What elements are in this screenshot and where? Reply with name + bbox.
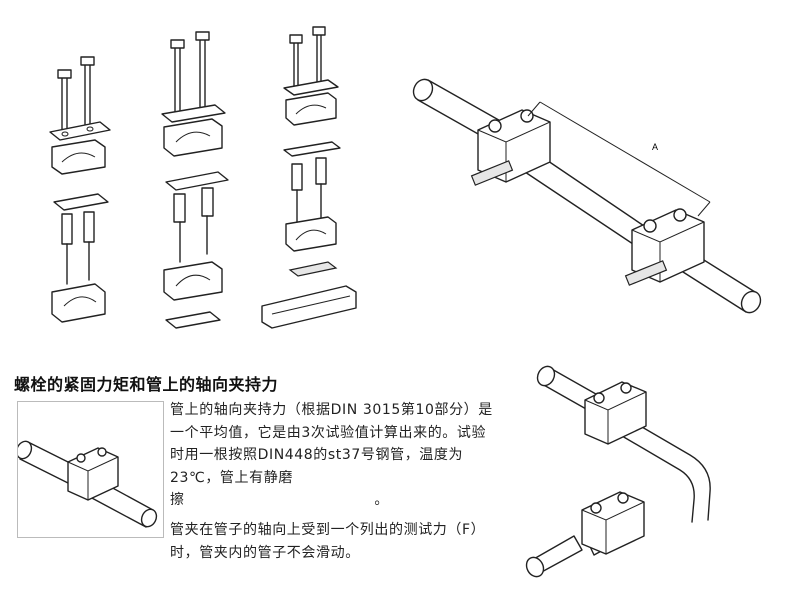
bent-pipe-clamps-icon: [525, 365, 711, 578]
description-paragraph-2: 管夹在管子的轴向上受到一个列出的测试力（F）时，管夹内的管子不会滑动。: [170, 522, 486, 561]
description-paragraph-1: 管上的轴向夹持力（根据DIN 3015第10部分）是一个平均值，它是由3次试验值…: [170, 402, 493, 508]
pipe-with-clamps-icon: A: [412, 78, 762, 314]
thumbnail-frame: [15, 401, 164, 538]
clamp-thumbnail-icon: [15, 440, 158, 528]
pipe-clamp-exploded-icon: [49, 26, 357, 329]
clamp-column-3: [261, 26, 357, 329]
section-title: 螺栓的紧固力矩和管上的轴向夹持力: [14, 375, 279, 394]
clamp-column-2: [161, 31, 229, 329]
clamp-column-1: [49, 56, 111, 323]
dimension-label: A: [652, 142, 658, 152]
